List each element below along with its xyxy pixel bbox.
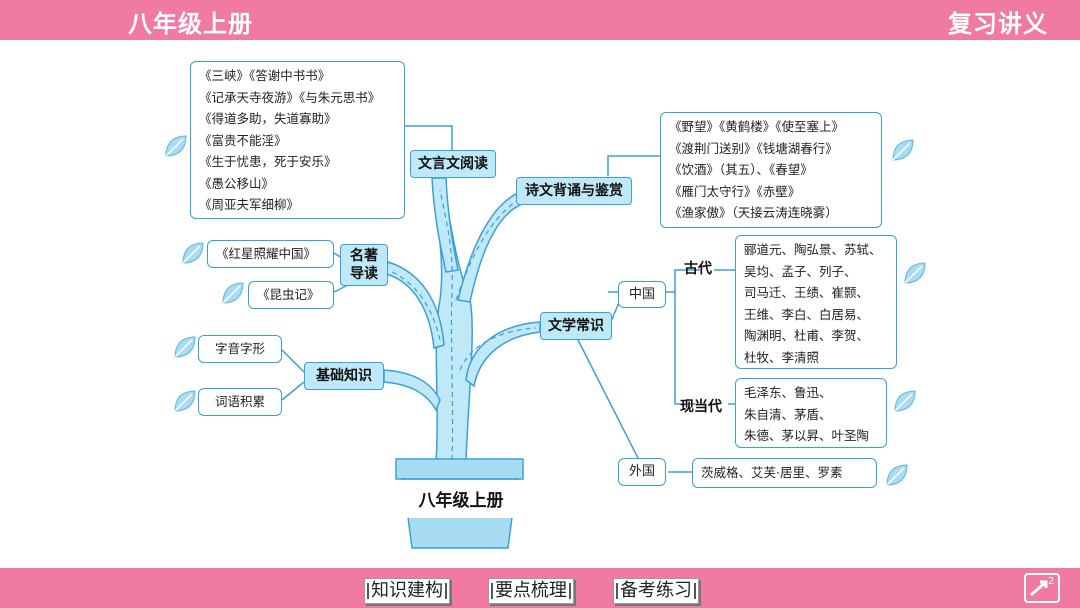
list-item: 毛泽东、鲁迅、 <box>744 385 832 400</box>
label-gudai: 古代 <box>684 261 712 277</box>
box-shiwen-items: 《野望》《黄鹤楼》《使至塞上》 《渡荆门送别》《钱塘湖春行》 《饮酒》（其五）、… <box>660 112 882 228</box>
nav-button-beikaolianxi[interactable]: 备考练习 <box>613 578 699 604</box>
nav-button-zhishijiangou[interactable]: 知识建构 <box>364 578 450 604</box>
leaf-icon <box>894 390 916 412</box>
box-mingzhu-item-1: 《红星照耀中国》 <box>207 240 334 268</box>
list-item: 司马迁、王绩、崔颢、 <box>744 285 870 300</box>
list-item: 《愚公移山》 <box>199 175 275 191</box>
leaf-icon <box>886 464 908 486</box>
page-arrow-icon <box>1024 573 1060 603</box>
list-item: 《富贵不能淫》 <box>199 132 287 148</box>
box-wenyan-items: 《三峡》《答谢中书书》 《记承天寺夜游》《与朱元思书》 《得道多助，失道寡助》 … <box>190 61 405 219</box>
leaf-icon <box>174 336 196 358</box>
list-item: 朱德、茅以昇、叶圣陶 <box>744 428 870 443</box>
list-item: 《雁门太守行》《赤壁》 <box>669 183 801 199</box>
list-item: 《周亚夫军细柳》 <box>199 197 300 212</box>
node-shiwen: 诗文背诵与鉴赏 <box>516 177 632 205</box>
node-wenxue: 文学常识 <box>540 312 612 340</box>
box-jichu-item-2: 词语积累 <box>198 388 282 416</box>
box-mingzhu-item-2: 《昆虫记》 <box>248 281 334 309</box>
list-item: 《生于忧患，死于安乐》 <box>199 154 337 169</box>
list-item: 《记承天寺夜游》《与朱元思书》 <box>199 89 381 105</box>
leaf-icon <box>222 282 244 304</box>
leaf-icon <box>904 262 926 284</box>
leaf-icon <box>892 139 914 161</box>
box-jichu-item-1: 字音字形 <box>198 335 282 363</box>
box-gudai-items: 郦道元、陶弘景、苏轼、 吴均、孟子、列子、 司马迁、王绩、崔颢、 王维、李白、白… <box>735 235 897 369</box>
list-item: 王维、李白、白居易、 <box>744 306 870 322</box>
node-mingzhu: 名著导读 <box>340 244 388 286</box>
leaf-icon <box>174 390 196 412</box>
node-wenyan: 文言文阅读 <box>410 150 496 178</box>
label-xiandangdai: 现当代 <box>680 399 722 415</box>
node-jichu: 基础知识 <box>304 362 384 390</box>
box-foreign: 外国 <box>618 458 666 486</box>
leaf-icon <box>165 135 187 157</box>
list-item: 《渡荆门送别》《钱塘湖春行》 <box>669 140 838 156</box>
header-title-left: 八年级上册 <box>128 10 253 38</box>
page-number-icon[interactable]: 2 <box>1024 573 1060 603</box>
list-item: 《野望》《黄鹤楼》《使至塞上》 <box>669 119 845 134</box>
box-china: 中国 <box>618 281 666 308</box>
header-title-right: 复习讲义 <box>948 10 1048 38</box>
list-item: 《饮酒》（其五）、《春望》 <box>669 162 813 177</box>
list-item: 《渔家傲》（天接云涛连晓雾） <box>669 205 838 220</box>
page-number: 2 <box>1048 576 1055 587</box>
list-item: 郦道元、陶弘景、苏轼、 <box>744 242 882 257</box>
list-item: 陶渊明、杜甫、李贺、 <box>744 328 870 343</box>
list-item: 杜牧、李清照 <box>744 349 820 365</box>
box-xiandangdai-items: 毛泽东、鲁迅、 朱自清、茅盾、 朱德、茅以昇、叶圣陶 <box>735 378 887 448</box>
header-bar: 八年级上册 复习讲义 <box>0 0 1080 40</box>
list-item: 吴均、孟子、列子、 <box>744 263 857 279</box>
list-item: 朱自清、茅盾、 <box>744 406 832 422</box>
list-item: 《得道多助，失道寡助》 <box>199 111 337 126</box>
list-item: 《三峡》《答谢中书书》 <box>199 68 331 83</box>
nav-button-yaodianshuli[interactable]: 要点梳理 <box>488 578 574 604</box>
box-foreign-items: 茨威格、艾芙·居里、罗素 <box>692 458 877 488</box>
leaf-icon <box>182 242 204 264</box>
root-node: 八年级上册 <box>418 490 504 511</box>
